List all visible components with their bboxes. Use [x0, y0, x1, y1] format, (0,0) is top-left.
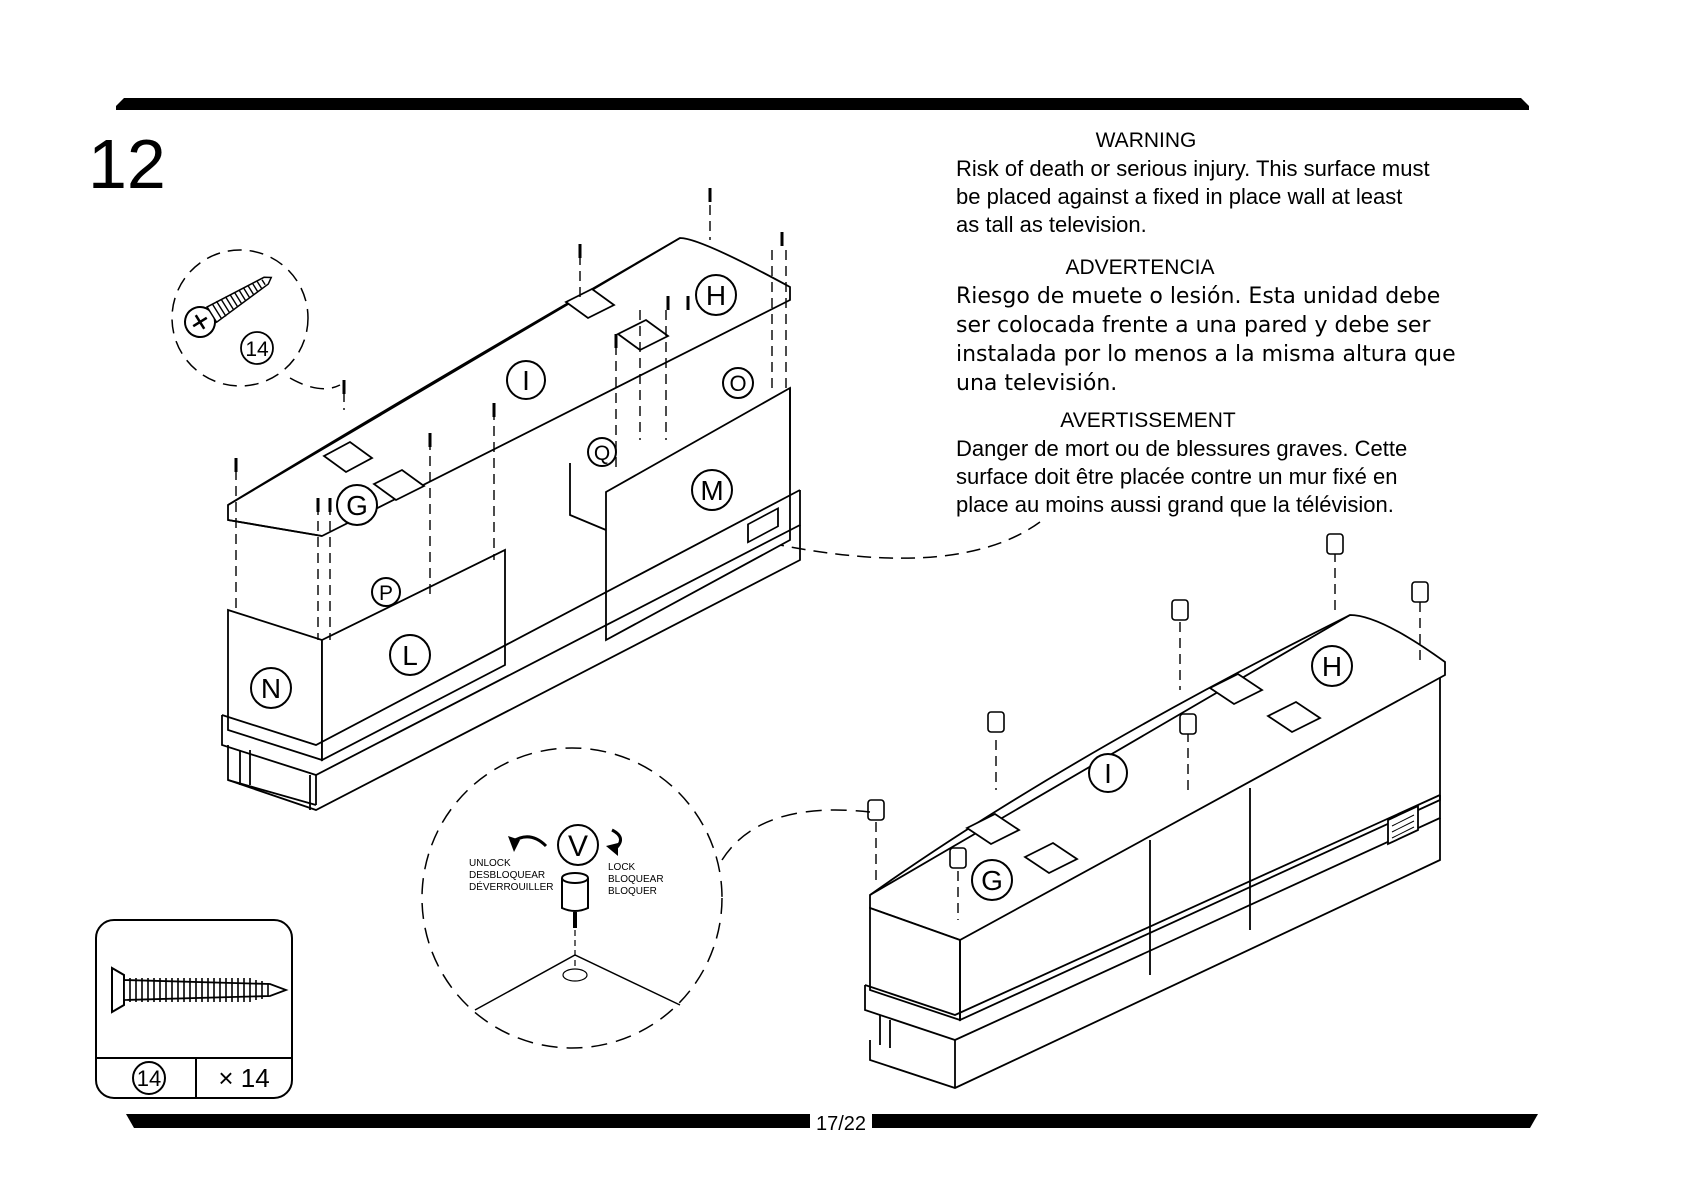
svg-text:H: H	[1322, 651, 1342, 682]
svg-text:O: O	[729, 371, 746, 396]
part-label-G-right: G	[971, 859, 1013, 901]
svg-text:H: H	[706, 280, 726, 311]
step-number: 12	[88, 125, 166, 203]
screw-icon	[184, 276, 273, 338]
foot-detail: V UNLOCK DESBLOQUEAR DÉVERROUILLER LOCK …	[421, 747, 871, 1049]
svg-text:P: P	[379, 582, 393, 605]
bottom-rule-right	[872, 1114, 1538, 1128]
warning-line-es-1: Riesgo de muete o lesión. Esta unidad de…	[956, 284, 1440, 309]
warning-line-es-4: una televisión.	[956, 371, 1117, 396]
page-number: 17/22	[816, 1113, 866, 1135]
part-label-H-right: H	[1311, 645, 1353, 687]
unlock-label-en: UNLOCK	[469, 858, 511, 869]
svg-text:Q: Q	[594, 442, 610, 465]
svg-text:L: L	[402, 640, 418, 671]
screw-icon-large	[111, 966, 289, 1014]
right-unit-diagram	[864, 533, 1446, 1089]
part-label-H-left: H	[695, 274, 737, 316]
leveling-foot-icon	[561, 872, 589, 968]
warning-title-fr: AVERTISSEMENT	[1060, 409, 1236, 432]
warning-line-fr-3: place au moins aussi grand que la télévi…	[956, 492, 1394, 517]
svg-text:G: G	[346, 490, 368, 521]
svg-text:M: M	[700, 475, 723, 506]
screw-callout: 14	[171, 249, 341, 390]
bottom-rule-left	[126, 1114, 810, 1128]
warning-line-en-2: be placed against a fixed in place wall …	[956, 184, 1402, 209]
unlock-label-fr: DÉVERROUILLER	[469, 880, 553, 893]
part-label-I-right: I	[1088, 753, 1128, 793]
left-unit-labels: H I O Q M G P L	[250, 274, 754, 709]
parts-box-quantity: × 14	[218, 1063, 269, 1093]
top-rule	[116, 98, 1529, 110]
part-label-G-left: G	[336, 484, 378, 526]
lock-label-fr: BLOQUER	[608, 886, 657, 897]
warning-title-en: WARNING	[1096, 129, 1197, 152]
warning-block: WARNING Risk of death or serious injury.…	[956, 129, 1456, 517]
warning-line-en-3: as tall as television.	[956, 212, 1147, 237]
warning-line-es-2: ser colocada frente a una pared y debe s…	[956, 313, 1431, 338]
unlock-label-es: DESBLOQUEAR	[469, 870, 545, 881]
warning-line-es-3: instalada por lo menos a la misma altura…	[956, 342, 1456, 367]
part-label-L: L	[389, 634, 431, 676]
part-label-Q: Q	[587, 437, 617, 467]
parts-box-part: 14	[137, 1066, 161, 1091]
parts-box: 14 × 14	[95, 919, 293, 1099]
warning-line-en-1: Risk of death or serious injury. This su…	[956, 156, 1430, 181]
foot-detail-label: V	[568, 830, 588, 863]
warning-line-fr-2: surface doit être placée contre un mur f…	[956, 464, 1397, 489]
screw-callout-label: 14	[245, 338, 269, 361]
svg-text:G: G	[981, 865, 1003, 896]
part-label-O: O	[722, 367, 754, 399]
warning-leader	[779, 521, 1041, 559]
part-label-M: M	[691, 469, 733, 511]
svg-text:N: N	[261, 673, 281, 704]
part-label-N: N	[250, 667, 292, 709]
lock-label-es: BLOQUEAR	[608, 874, 664, 885]
part-label-I-left: I	[506, 360, 546, 400]
svg-text:I: I	[1104, 758, 1112, 789]
svg-text:I: I	[522, 365, 530, 396]
warning-title-es: ADVERTENCIA	[1066, 256, 1215, 279]
warning-line-fr-1: Danger de mort ou de blessures graves. C…	[956, 436, 1407, 461]
right-unit-labels: H I G	[971, 645, 1353, 901]
lock-label-en: LOCK	[608, 862, 636, 873]
part-label-P: P	[371, 577, 401, 607]
